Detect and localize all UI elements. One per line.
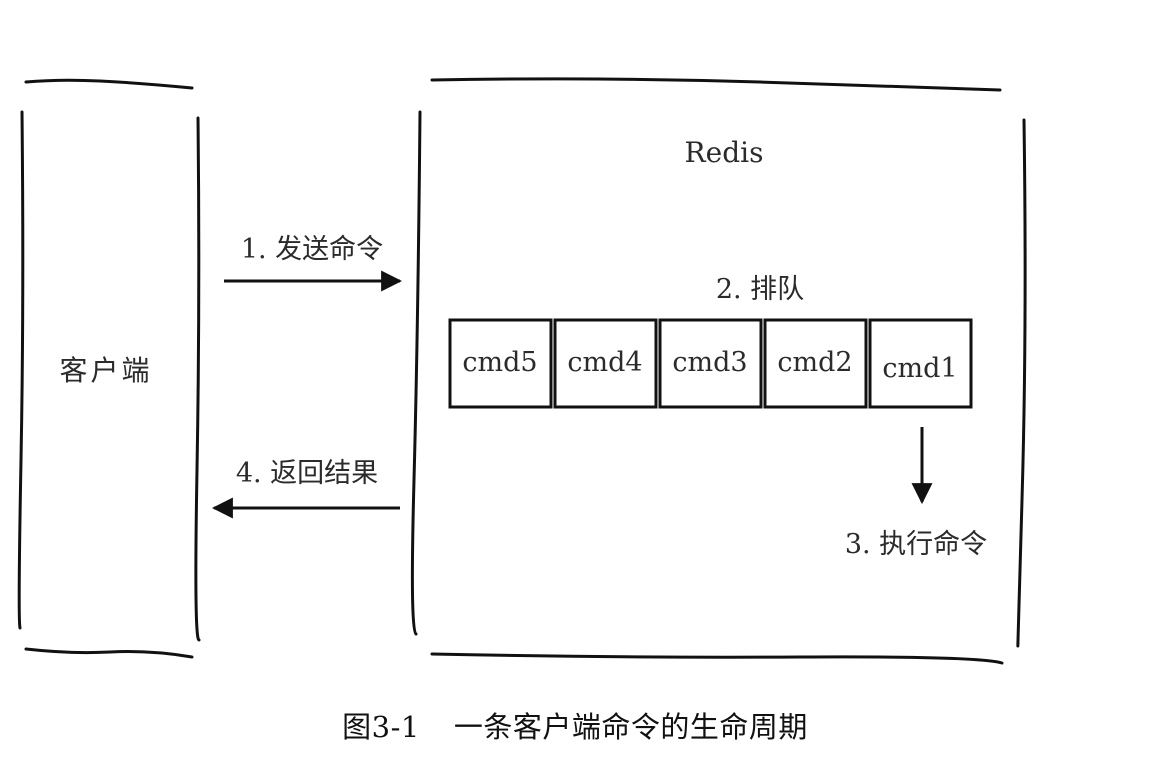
queue-cell: cmd5	[448, 318, 553, 409]
queue-cell-label: cmd2	[777, 347, 852, 378]
step-queue-label: 2. 排队	[716, 274, 804, 305]
step-return-label: 4. 返回结果	[236, 458, 378, 489]
redis-box-right	[1016, 118, 1027, 648]
queue-cell-label: cmd5	[462, 347, 537, 378]
queue-cell-label: cmd1	[882, 353, 957, 384]
queue-cell-label: cmd3	[672, 347, 747, 378]
redis-box-bottom	[430, 652, 1004, 665]
queue-cell: cmd3	[658, 318, 763, 409]
queue-cell-label: cmd4	[567, 347, 642, 378]
redis-box-left	[410, 110, 422, 636]
client-box	[17, 78, 201, 659]
client-label: 客户端	[59, 354, 152, 387]
client-box-left	[17, 110, 25, 630]
queue-cell: cmd1	[868, 318, 973, 409]
command-queue: cmd5 cmd4 cmd3 cmd2 cmd1	[448, 318, 973, 409]
queue-cell: cmd4	[553, 318, 658, 409]
figure-title: 一条客户端命令的生命周期	[453, 710, 808, 744]
figure-number: 图3-1	[342, 710, 420, 744]
figure-caption: 图3-1 一条客户端命令的生命周期	[0, 704, 1150, 746]
queue-cell: cmd2	[763, 318, 868, 409]
step-execute-label: 3. 执行命令	[845, 529, 987, 560]
redis-label: Redis	[685, 136, 764, 169]
client-box-right	[194, 116, 201, 642]
step-send-label: 1. 发送命令	[241, 234, 383, 265]
client-box-bottom	[24, 647, 194, 659]
client-box-top	[24, 78, 194, 90]
redis-box-top	[430, 77, 1002, 92]
redis-box	[410, 77, 1027, 665]
